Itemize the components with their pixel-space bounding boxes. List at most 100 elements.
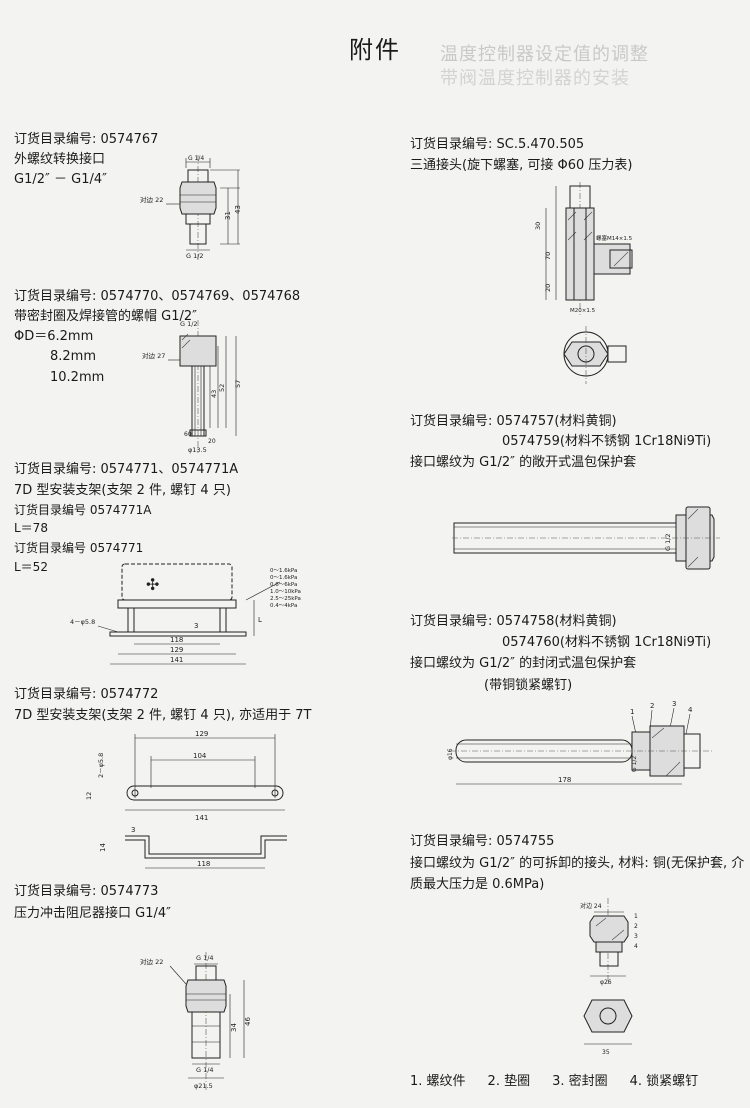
item-desc: G1/2″ － G1/4″: [14, 172, 107, 187]
legend-item: 1. 螺纹件: [410, 1074, 466, 1089]
dim-label: 20: [208, 438, 216, 445]
dim-label: 141: [195, 814, 208, 822]
dim-label: 178: [558, 776, 571, 784]
dim-label: 20: [544, 284, 552, 292]
dim-label: 对边 27: [142, 351, 165, 360]
dim-label: 31: [224, 211, 232, 220]
item-desc: 质最大压力是 0.6MPa): [410, 877, 545, 892]
dim-label: 4－φ5.8: [70, 618, 95, 626]
range-label: 0.6～6kPa: [270, 582, 297, 588]
dim-label: 3: [131, 826, 135, 834]
item-code: 订货目录编号: 0574757(材料黄铜): [410, 414, 617, 429]
dim-label: G 1/2: [180, 320, 198, 328]
item-desc: 外螺纹转换接口: [14, 152, 106, 167]
dim-label: 30: [534, 222, 542, 230]
callout-number: 4: [688, 706, 693, 714]
dim-label: L: [258, 616, 262, 624]
dim-label: G 1/2: [186, 252, 204, 260]
dim-label: 57: [234, 380, 242, 388]
adapter-drawing: G 1/4 对边 22 31 43 G 1/2: [140, 155, 242, 262]
dim-label: 129: [195, 730, 208, 738]
item-desc: ΦD＝6.2mm: [14, 329, 94, 344]
item-desc: (带铜锁紧螺钉): [484, 678, 573, 693]
background-bleed-text: 温度控制器设定值的调整: [440, 44, 649, 65]
item-desc: 订货目录编号 0574771A: [14, 503, 152, 517]
range-label: 2.5～25kPa: [270, 596, 301, 602]
item-desc: 0574760(材料不锈钢 1Cr18Ni9Ti): [502, 635, 712, 650]
dim-label: 129: [170, 646, 183, 654]
callout-number: 3: [634, 933, 638, 940]
item-desc: 压力冲击阻尼器接口 G1/4″: [14, 906, 171, 921]
page-title: 附件: [349, 36, 401, 64]
item-desc: 7D 型安装支架(支架 2 件, 螺钉 4 只): [14, 483, 231, 498]
item-code: 订货目录编号: 0574772: [14, 687, 159, 702]
item-code: 订货目录编号: 0574758(材料黄铜): [410, 614, 617, 629]
item-code: 订货目录编号: 0574770、0574769、0574768: [14, 289, 301, 304]
dim-label: 118: [170, 636, 183, 644]
dim-label: 52: [218, 384, 226, 392]
dim-label: G 1/4: [188, 155, 204, 162]
dim-label: 14: [99, 843, 107, 852]
dim-label: 60: [184, 431, 192, 438]
item-desc: 接口螺纹为 G1/2″ 的可拆卸的接头, 材料: 铜(无保护套, 介: [410, 856, 745, 871]
dim-label: 螺塞M14×1.5: [596, 234, 633, 242]
dim-label: 34: [230, 1023, 238, 1032]
damper-drawing: G 1/4 对边 22 34 46 G 1/4 φ21.5: [140, 952, 252, 1090]
item-desc: L＝78: [14, 521, 48, 535]
bracket-7d-drawing: ✣ 118 129 141 4－φ5.8 3 L 0～1.6kPa 0～1.6k…: [70, 563, 301, 665]
item-code: 订货目录编号: 0574755: [410, 834, 555, 849]
dim-label: φ21.5: [194, 1082, 213, 1090]
cross-icon: ✣: [146, 575, 159, 594]
dim-label: G 1/2: [664, 533, 672, 551]
item-desc: 接口螺纹为 G1/2″ 的敞开式温包保护套: [410, 455, 637, 470]
range-label: 0.4～4kPa: [270, 603, 297, 609]
item-desc: 订货目录编号 0574771: [14, 541, 144, 555]
dim-label: 141: [170, 656, 183, 664]
item-desc: 接口螺纹为 G1/2″ 的封闭式温包保护套: [410, 656, 637, 671]
dim-label: 43: [234, 205, 242, 214]
item-desc: 7D 型安装支架(支架 2 件, 螺钉 4 只), 亦适用于 7T: [14, 708, 312, 723]
legend-item: 4. 锁紧螺钉: [629, 1074, 699, 1089]
legend-item: 2. 垫圈: [487, 1074, 531, 1089]
dim-label: φ16: [447, 748, 454, 760]
dim-label: 3: [194, 622, 198, 630]
dim-label: 104: [193, 752, 207, 760]
item-desc: 带密封圈及焊接管的螺帽 G1/2″: [14, 309, 197, 324]
dim-label: φ13.5: [188, 446, 207, 454]
dim-label: G 1/2: [631, 756, 638, 772]
dim-label: 对边 22: [140, 195, 163, 204]
item-code: 订货目录编号: 0574773: [14, 884, 159, 899]
callout-number: 2: [634, 923, 638, 930]
callout-number: 4: [634, 943, 638, 950]
dim-label: G 1/4: [196, 954, 214, 962]
callout-number: 1: [634, 913, 638, 920]
dim-label: 46: [244, 1017, 252, 1026]
dim-label: G 1/4: [196, 1066, 214, 1074]
item-desc: 10.2mm: [50, 370, 105, 385]
open-sleeve-drawing: G 1/2: [452, 506, 720, 570]
dim-label: 对边 22: [140, 957, 163, 966]
item-code: 订货目录编号: SC.5.470.505: [410, 137, 585, 152]
dim-label: 118: [197, 860, 210, 868]
legend-item: 3. 密封圈: [552, 1074, 608, 1089]
dim-label: 对边 24: [580, 902, 602, 910]
item-code: 订货目录编号: 0574771、0574771A: [14, 462, 239, 477]
range-label: 0～1.6kPa: [270, 575, 297, 581]
dim-label: 70: [544, 252, 552, 260]
background-bleed-text-2: 带阀温度控制器的安装: [440, 68, 630, 89]
item-code: 订货目录编号: 0574767: [14, 132, 159, 147]
dim-label: φ26: [600, 979, 612, 986]
dim-label: 12: [85, 792, 93, 800]
dim-label: 35: [602, 1049, 610, 1056]
item-desc: 0574759(材料不锈钢 1Cr18Ni9Ti): [502, 434, 712, 449]
tee-fitting-drawing: 螺塞M14×1.5 30 70 20 M20×1.5: [534, 182, 633, 384]
dim-label: 2－φ5.8: [97, 753, 105, 778]
item-desc: 8.2mm: [50, 349, 97, 364]
dim-label: M20×1.5: [570, 308, 596, 314]
dim-label: 43: [210, 390, 218, 398]
item-desc: 三通接头(旋下螺塞, 可接 Φ60 压力表): [410, 158, 633, 173]
callout-number: 1: [630, 708, 634, 716]
range-label: 1.0～10kPa: [270, 589, 301, 595]
detachable-joint-drawing: 对边 24 1 2 3 4 φ26 35: [580, 898, 638, 1056]
range-label: 0～1.6kPa: [270, 568, 297, 574]
